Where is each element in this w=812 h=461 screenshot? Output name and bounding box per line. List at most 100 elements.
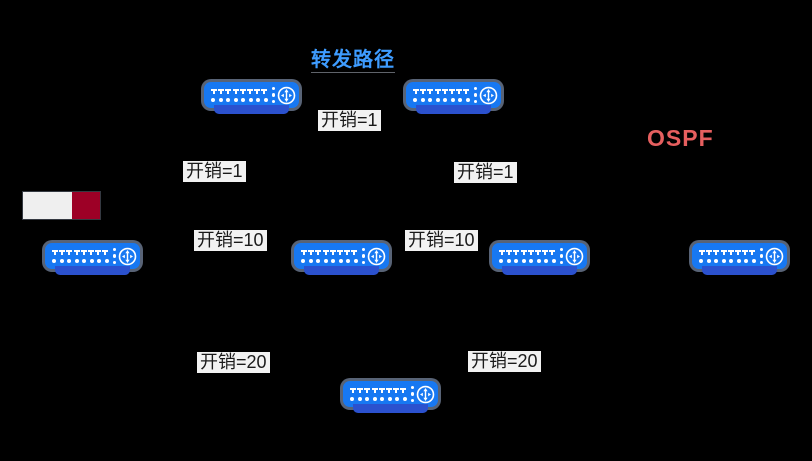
- port-icon: [73, 249, 80, 256]
- port-icon: [351, 249, 358, 256]
- port-dot-icon: [365, 396, 369, 401]
- port-icon: [254, 88, 261, 95]
- port-icon: [720, 249, 727, 256]
- flag-marker: [22, 191, 101, 220]
- port-dot-icon: [331, 258, 335, 263]
- port-dot-icon: [338, 258, 343, 263]
- port-dot-icon: [52, 258, 56, 263]
- port-icon: [357, 387, 364, 394]
- port-dot-icon: [499, 258, 503, 263]
- router-top-left[interactable]: [204, 82, 299, 114]
- cost-top-center: 开销=1: [318, 110, 381, 131]
- port-icon: [735, 249, 742, 256]
- port-dot-icon: [74, 258, 79, 263]
- router-mid-center-right[interactable]: [492, 243, 587, 275]
- status-dot-icon: [271, 86, 275, 91]
- status-dot-icon: [271, 93, 275, 97]
- port-dot-icon: [387, 396, 392, 401]
- router-bottom[interactable]: [343, 381, 438, 413]
- port-dot-icon: [458, 97, 462, 102]
- port-dot-icon: [248, 97, 253, 102]
- router-mid-far-left[interactable]: [45, 243, 140, 275]
- port-icon: [59, 249, 66, 256]
- port-icon: [456, 88, 463, 95]
- status-dot-icon: [410, 398, 414, 403]
- port-dot-icon: [67, 258, 71, 263]
- route-arrows-icon: [277, 86, 296, 104]
- port-icon: [102, 249, 109, 256]
- status-dot-icon: [473, 93, 477, 97]
- port-dot-icon: [413, 97, 417, 102]
- status-dot-icon: [473, 86, 477, 91]
- port-icon: [713, 249, 720, 256]
- port-icon: [308, 249, 315, 256]
- port-dot-icon: [316, 258, 320, 263]
- port-dot-icon: [372, 396, 377, 401]
- port-icon: [350, 387, 356, 394]
- port-dot-icon: [514, 258, 518, 263]
- port-icon: [344, 249, 351, 256]
- status-dot-icon: [473, 99, 477, 104]
- port-icon: [225, 88, 232, 95]
- port-icon: [542, 249, 549, 256]
- port-icon: [513, 249, 520, 256]
- port-icon: [88, 249, 95, 256]
- status-dot-icon: [559, 247, 563, 252]
- port-icon: [364, 387, 371, 394]
- port-grid: [301, 249, 358, 263]
- port-grid: [499, 249, 556, 263]
- router-mid-far-right[interactable]: [692, 243, 787, 275]
- led-column: [559, 247, 563, 265]
- router-face: [343, 381, 438, 407]
- port-icon: [239, 88, 246, 95]
- port-dot-icon: [721, 258, 726, 263]
- status-dot-icon: [361, 247, 365, 252]
- port-dot-icon: [544, 258, 548, 263]
- router-face: [492, 243, 587, 269]
- flag-white-segment: [23, 192, 72, 219]
- status-dot-icon: [112, 254, 116, 258]
- port-icon: [420, 88, 427, 95]
- port-icon: [301, 249, 307, 256]
- led-column: [271, 86, 275, 104]
- port-icon: [66, 249, 73, 256]
- port-dot-icon: [104, 258, 109, 263]
- port-icon: [742, 249, 749, 256]
- port-icon: [699, 249, 705, 256]
- port-icon: [232, 88, 239, 95]
- port-dot-icon: [301, 258, 305, 263]
- router-mid-center-left[interactable]: [294, 243, 389, 275]
- router-top-right[interactable]: [406, 82, 501, 114]
- port-icon: [434, 88, 441, 95]
- port-grid: [211, 88, 268, 102]
- port-grid: [350, 387, 407, 401]
- port-dot-icon: [323, 258, 328, 263]
- led-column: [473, 86, 477, 104]
- port-icon: [427, 88, 434, 95]
- cost-lower-left: 开销=20: [197, 352, 270, 373]
- port-icon: [211, 88, 217, 95]
- port-dot-icon: [521, 258, 526, 263]
- cost-mid-right: 开销=10: [405, 230, 478, 251]
- port-dot-icon: [395, 396, 399, 401]
- port-dot-icon: [736, 258, 741, 263]
- port-dot-icon: [443, 97, 447, 102]
- port-icon: [449, 88, 456, 95]
- status-dot-icon: [410, 385, 414, 390]
- port-icon: [247, 88, 254, 95]
- port-icon: [463, 88, 470, 95]
- status-dot-icon: [559, 260, 563, 265]
- status-dot-icon: [759, 260, 763, 265]
- router-face: [406, 82, 501, 108]
- port-dot-icon: [450, 97, 455, 102]
- port-dot-icon: [551, 258, 556, 263]
- port-dot-icon: [536, 258, 541, 263]
- port-dot-icon: [59, 258, 64, 263]
- port-icon: [393, 387, 400, 394]
- status-dot-icon: [759, 247, 763, 252]
- port-dot-icon: [435, 97, 440, 102]
- route-arrows-icon: [367, 247, 386, 265]
- port-icon: [520, 249, 527, 256]
- port-dot-icon: [714, 258, 718, 263]
- led-column: [361, 247, 365, 265]
